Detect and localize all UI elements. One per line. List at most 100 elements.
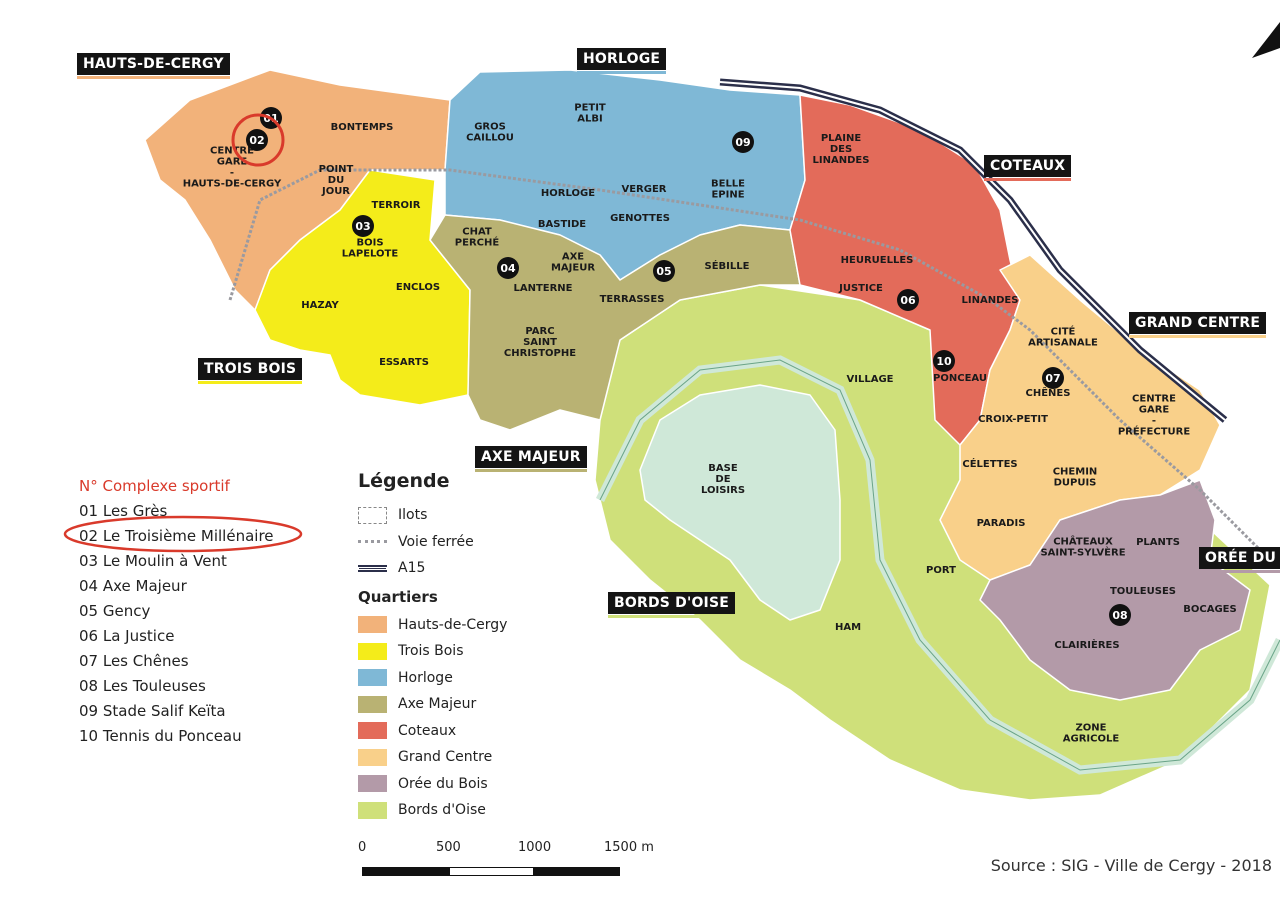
legend-quartier-row: Hauts-de-Cergy (358, 612, 507, 639)
list-item: 05 Gency (79, 602, 151, 620)
marker-06[interactable] (897, 289, 919, 311)
quarter-label: HAM (835, 622, 861, 633)
marker-04[interactable] (497, 257, 519, 279)
marker-03[interactable] (352, 215, 374, 237)
marker-07[interactable] (1042, 367, 1064, 389)
region-tag-label: HORLOGE (583, 51, 661, 67)
legend-swatch (358, 642, 387, 660)
area-oree-du-bois[interactable] (979, 479, 1251, 701)
scale-tick: 1000 (518, 840, 552, 855)
legend-label: Grand Centre (398, 749, 493, 766)
legend-quartiers-title: Quartiers (358, 587, 438, 606)
marker-05[interactable] (653, 260, 675, 282)
highway-line-icon (358, 564, 387, 572)
river-oise-edge (599, 359, 1280, 771)
legend-quartier-row: Trois Bois (358, 638, 507, 665)
region-tag-horloge: HORLOGE (577, 48, 667, 74)
quarter-label: ENCLOS (396, 282, 440, 293)
quarter-label: CÉLETTES (962, 457, 1017, 470)
scale-segment (534, 867, 620, 876)
region-tag-oree-du-bois: ORÉE DU B (1199, 547, 1280, 573)
quarter-label: VERGER (621, 184, 666, 195)
quarter-areas (144, 69, 1271, 801)
quarter-label: TERRASSES (600, 294, 665, 305)
legend-label: A15 (398, 560, 426, 577)
map-legend: Légende Ilots Voie ferrée A15 Quartiers … (358, 470, 507, 824)
sports-complex-list-title: N° Complexe sportif (79, 477, 230, 495)
legend-label: Hauts-de-Cergy (398, 616, 508, 633)
marker-label: 05 (656, 265, 671, 278)
marker-09[interactable] (732, 131, 754, 153)
quarter-label: PARADIS (977, 518, 1026, 529)
legend-swatch (358, 695, 387, 713)
railway-line (228, 168, 1272, 562)
marker-08[interactable] (1109, 604, 1131, 626)
legend-quartier-row: Axe Majeur (358, 691, 507, 718)
marker-10[interactable] (933, 350, 955, 372)
dashed-box-icon (358, 506, 387, 524)
quarter-label: PLANTS (1136, 537, 1180, 548)
quarter-label: CROIX-PETIT (978, 414, 1048, 425)
legend-label: Axe Majeur (398, 696, 477, 713)
legend-swatch (358, 722, 387, 740)
legend-label: Bords d'Oise (398, 802, 486, 819)
sports-complex-list: N° Complexe sportif 01 Les Grès 02 Le Tr… (79, 474, 274, 749)
legend-title: Légende (358, 470, 450, 492)
region-tag-label: COTEAUX (990, 158, 1066, 174)
scale-tick: 1500 m (604, 840, 654, 855)
legend-quartier-row: Bords d'Oise (358, 797, 507, 824)
scale-segment (449, 867, 534, 876)
marker-02[interactable] (246, 129, 268, 151)
region-tag-bords-doise: BORDS D'OISE (608, 592, 735, 618)
quarter-label: GENOTTES (610, 213, 670, 224)
marker-label: 09 (735, 136, 750, 149)
legend-row-a15: A15 (358, 555, 507, 582)
legend-quartier-row: Horloge (358, 665, 507, 692)
quarter-label: JUSTICE (838, 283, 883, 294)
region-tag-axe-majeur: AXE MAJEUR (475, 446, 587, 472)
quarter-label: HEURUELLES (841, 255, 914, 266)
region-tag-trois-bois: TROIS BOIS (198, 358, 303, 384)
legend-row-voie-ferree: Voie ferrée (358, 529, 507, 556)
scale-segment (362, 867, 449, 876)
list-item: 02 Le Troisième Millénaire (79, 527, 274, 545)
legend-label: Voie ferrée (398, 533, 474, 550)
marker-label: 10 (936, 355, 952, 368)
legend-swatch (358, 748, 387, 766)
list-item: 08 Les Touleuses (79, 677, 206, 695)
quarter-label: LANTERNE (513, 283, 572, 294)
region-tag-hauts-de-cergy: HAUTS-DE-CERGY (77, 53, 230, 79)
marker-label: 08 (1112, 609, 1127, 622)
legend-swatch (358, 801, 387, 819)
scale-tick: 0 (358, 840, 367, 855)
region-tag-label: AXE MAJEUR (481, 449, 581, 465)
region-tag-coteaux: COTEAUX (984, 155, 1072, 181)
legend-label: Orée du Bois (398, 775, 488, 792)
list-item: 10 Tennis du Ponceau (79, 727, 242, 745)
quarter-label: CLAIRIÈRES (1054, 638, 1119, 651)
list-item: 04 Axe Majeur (79, 577, 187, 595)
legend-quartier-row: Orée du Bois (358, 771, 507, 798)
quarter-label: TOULEUSES (1110, 586, 1176, 597)
legend-quartier-row: Grand Centre (358, 744, 507, 771)
region-tag-label: GRAND CENTRE (1135, 315, 1261, 331)
highlight-circle-02 (231, 113, 285, 167)
marker-label: 06 (900, 294, 916, 307)
legend-row-ilots: Ilots (358, 502, 507, 529)
railway-line-icon (358, 540, 387, 544)
quarter-label: VILLAGE (847, 374, 894, 385)
list-item: 01 Les Grès (79, 502, 168, 520)
